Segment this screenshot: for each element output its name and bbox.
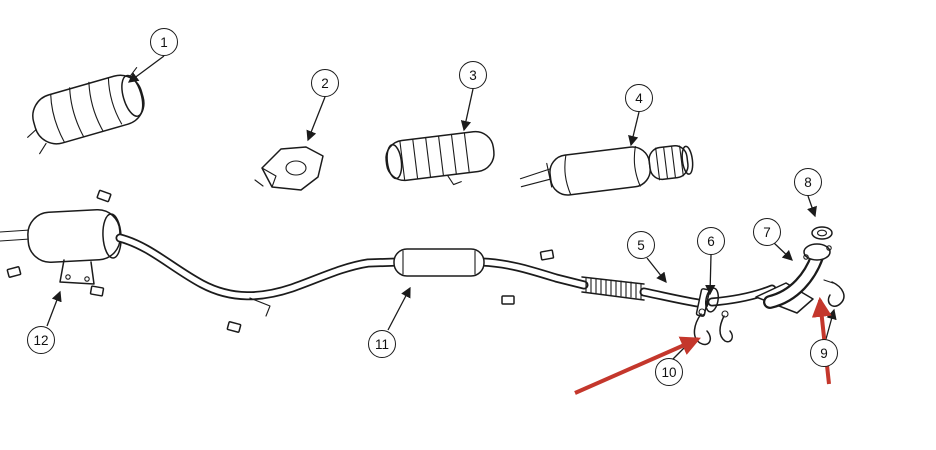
callout-1: 1 — [150, 28, 178, 56]
callout-7: 7 — [753, 218, 781, 246]
hardware-nuts — [6, 189, 555, 333]
shield-part-3 — [385, 130, 495, 186]
callout-12: 12 — [27, 326, 55, 354]
hanger-hooks-part-10 — [693, 308, 733, 346]
converter-part-4 — [519, 144, 694, 196]
callout-6: 6 — [697, 227, 725, 255]
callout-10: 10 — [655, 358, 683, 386]
downpipe-part-7 — [755, 243, 832, 314]
callout-3: 3 — [459, 61, 487, 89]
bracket-part-2 — [254, 146, 324, 191]
leader-lines — [46, 55, 837, 360]
callout-11: 11 — [368, 330, 396, 358]
callout-2: 2 — [311, 69, 339, 97]
callout-5: 5 — [627, 231, 655, 259]
callout-9: 9 — [810, 339, 838, 367]
resonator-part-11 — [393, 248, 485, 277]
hanger-part-9 — [823, 279, 845, 307]
gasket-part-8 — [811, 226, 833, 240]
callout-4: 4 — [625, 84, 653, 112]
flex-pipe — [581, 276, 645, 301]
heat-shield-part-1 — [27, 67, 145, 155]
red-arrow-to-hanger-10 — [574, 336, 701, 395]
callout-8: 8 — [794, 168, 822, 196]
